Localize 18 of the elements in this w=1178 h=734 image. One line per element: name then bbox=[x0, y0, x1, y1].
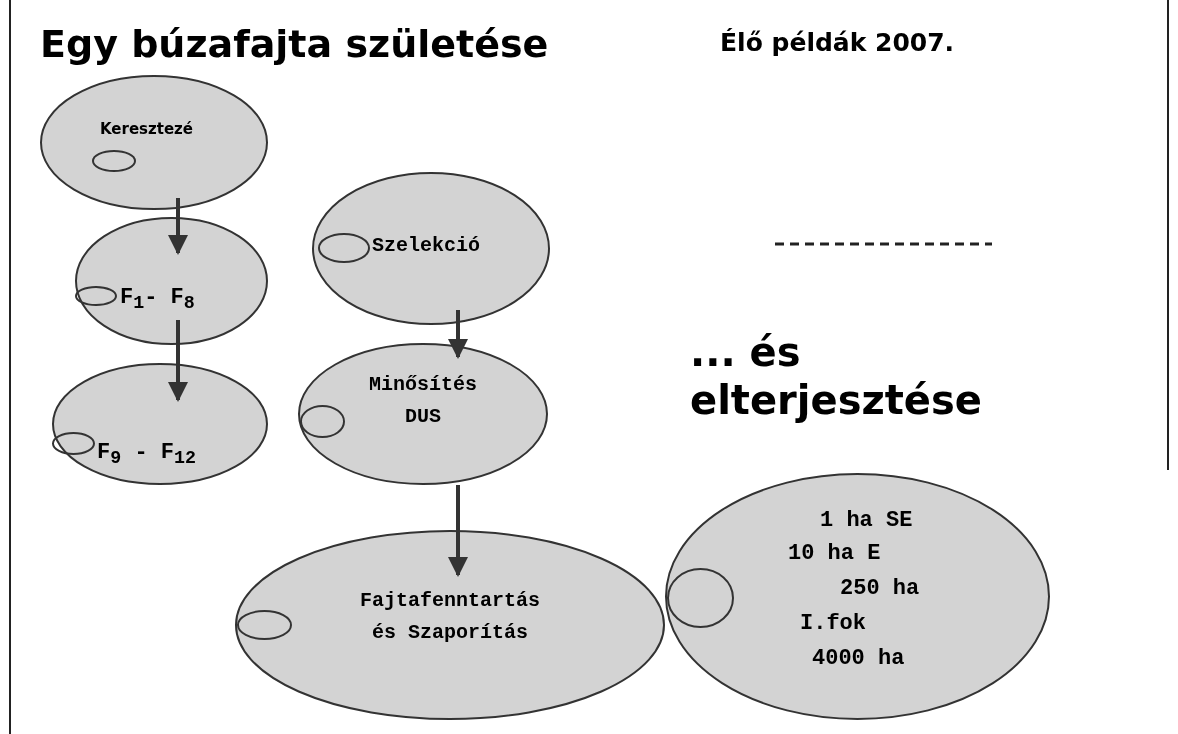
node-label: 10 ha E bbox=[788, 541, 881, 566]
arrow bbox=[448, 310, 468, 359]
arrow bbox=[168, 320, 188, 402]
node-label: Fajtafenntartás és Szaporítás bbox=[360, 588, 540, 646]
node-label: 250 ha bbox=[840, 576, 920, 601]
heading-text: Élő példák 2007. bbox=[720, 28, 955, 57]
node-label: Szelekció bbox=[372, 234, 481, 257]
title: Egy búzafajta születése bbox=[40, 22, 549, 66]
node-label: 1 ha SE bbox=[820, 508, 913, 533]
heading-text: ... és elterjesztése bbox=[690, 328, 983, 424]
node-label: I.fok bbox=[800, 611, 866, 636]
node-label: Keresztezé bbox=[100, 120, 193, 138]
node-label: 4000 ha bbox=[812, 646, 905, 671]
arrow bbox=[168, 198, 188, 255]
node-label: Minősítés DUS bbox=[369, 372, 477, 430]
node-label: F$_{9}$ - F$_{12}$ bbox=[97, 440, 196, 470]
node-label: F$_{1}$- F$_{8}$ bbox=[120, 285, 195, 315]
arrow bbox=[448, 485, 468, 577]
